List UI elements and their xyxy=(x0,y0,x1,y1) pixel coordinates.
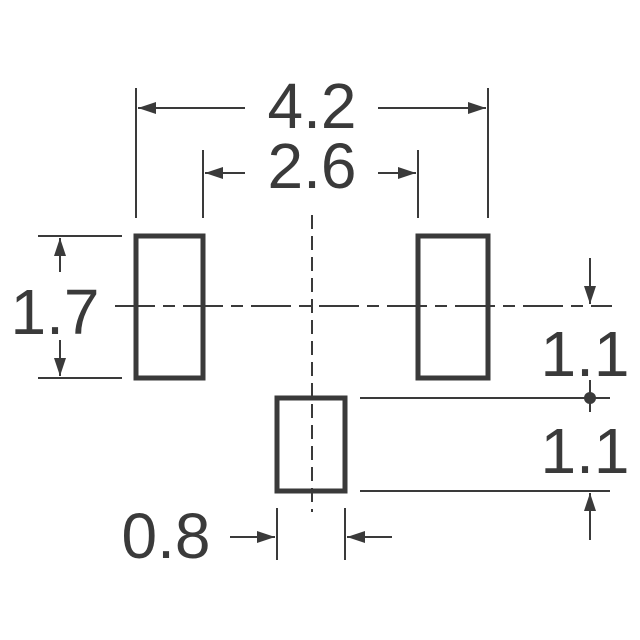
arrowhead-pitch-bottom xyxy=(584,493,596,511)
arrowhead-overall-right xyxy=(468,102,486,114)
arrowhead-pitch-top xyxy=(584,286,596,304)
dim-label-inner-width: 2.6 xyxy=(268,130,357,202)
arrowhead-small-pad-left xyxy=(257,531,275,543)
arrowhead-inner-left xyxy=(205,167,223,179)
dim-label-pitch-lower: 1.1 xyxy=(541,415,630,487)
arrowhead-overall-left xyxy=(138,102,156,114)
dim-label-pitch-upper: 1.1 xyxy=(541,318,630,390)
arrowhead-small-pad-right xyxy=(347,531,365,543)
dim-label-pad-height: 1.7 xyxy=(11,276,100,348)
arrowhead-pad-height-top xyxy=(54,238,66,256)
dim-label-overall-width: 4.2 xyxy=(268,70,357,142)
arrowhead-pad-height-bottom xyxy=(54,358,66,376)
arrowhead-inner-right xyxy=(398,167,416,179)
dim-label-small-pad-width: 0.8 xyxy=(122,500,211,572)
